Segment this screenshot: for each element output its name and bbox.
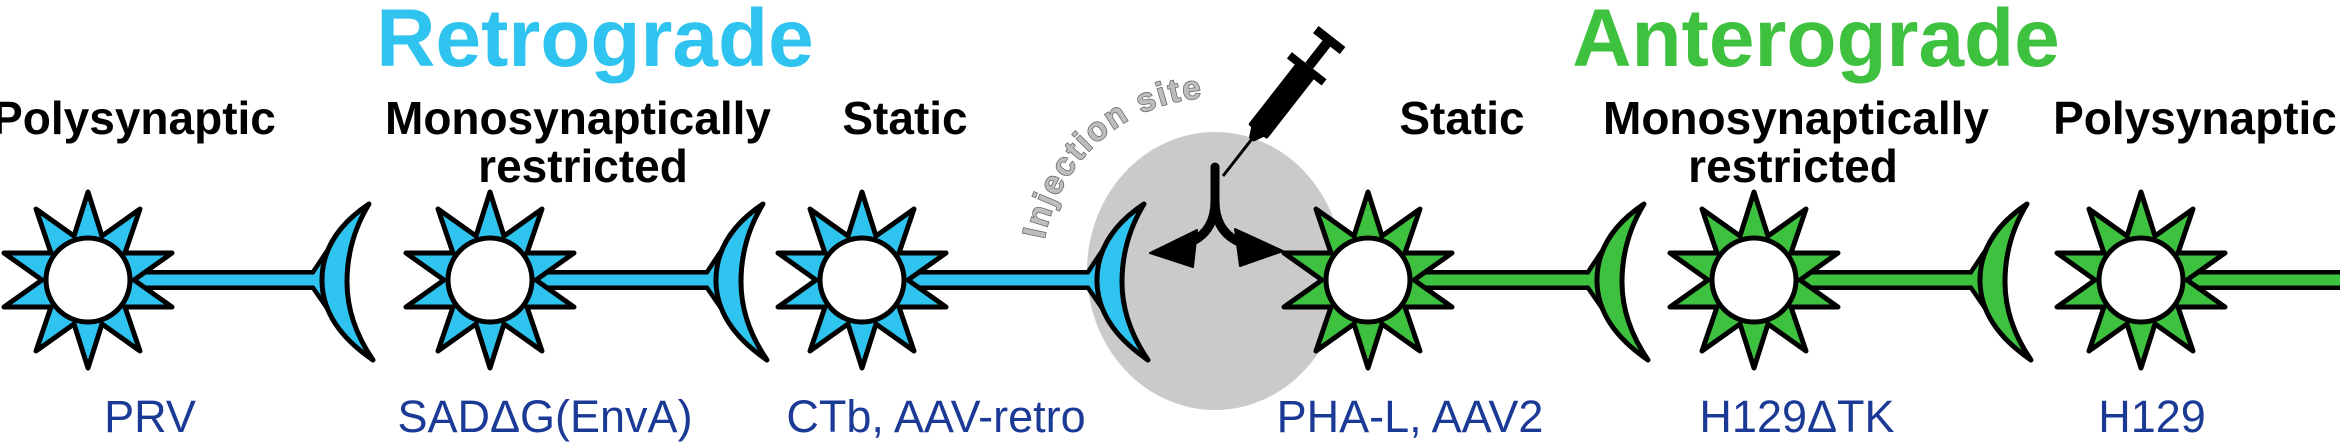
header-restricted-right: restricted: [1688, 140, 1898, 192]
neuron-h129: [2054, 189, 2340, 371]
arrowhead-right-icon: [1234, 228, 1284, 267]
tracer-label-h129-dtk: H129ΔTK: [1699, 391, 1894, 442]
axon-terminal: [1977, 201, 2034, 363]
neuron-sadg-enva: [403, 189, 770, 371]
nucleus: [1323, 235, 1413, 325]
nucleus: [1709, 235, 1799, 325]
retrograde-title: Retrograde: [376, 0, 813, 84]
anterograde-title: Anterograde: [1572, 0, 2060, 84]
header-static-left: Static: [842, 92, 967, 144]
header-restricted-left: restricted: [478, 140, 688, 192]
tracer-label-h129: H129: [2098, 391, 2206, 442]
axon-terminal: [1094, 201, 1151, 363]
header-polysynaptic-left: Polysynaptic: [0, 92, 276, 144]
axon-terminal: [713, 201, 770, 363]
tracer-label-phal-aav2: PHA-L, AAV2: [1277, 391, 1544, 442]
nucleus: [2096, 235, 2186, 325]
neuron-phal-aav2: [1281, 189, 1651, 371]
nucleus: [817, 235, 907, 325]
header-monosynaptic-right: Monosynaptically: [1603, 92, 1989, 144]
nucleus: [445, 235, 535, 325]
tracer-label-ctb-aav-retro: CTb, AAV-retro: [786, 391, 1085, 442]
header-polysynaptic-right: Polysynaptic: [2053, 92, 2337, 144]
neuron-prv: [1, 189, 376, 371]
header-monosynaptic-left: Monosynaptically: [385, 92, 771, 144]
neuron-ctb-aav-retro: [775, 189, 1151, 371]
syringe-icon: [1221, 26, 1346, 177]
axon-terminal: [319, 201, 376, 363]
tracer-label-sadg-enva: SADΔG(EnvA): [397, 391, 692, 442]
neuron-h129-dtk: [1667, 189, 2034, 371]
arrowhead-left-icon: [1149, 229, 1198, 268]
injection-site-circle: [1087, 132, 1343, 410]
tracer-label-prv: PRV: [104, 391, 196, 442]
injection-spread-arrows: [1149, 162, 1284, 268]
axon-terminal: [1594, 201, 1651, 363]
nucleus: [43, 235, 133, 325]
arrow-branch-right: [1210, 196, 1244, 247]
header-static-right: Static: [1399, 92, 1524, 144]
